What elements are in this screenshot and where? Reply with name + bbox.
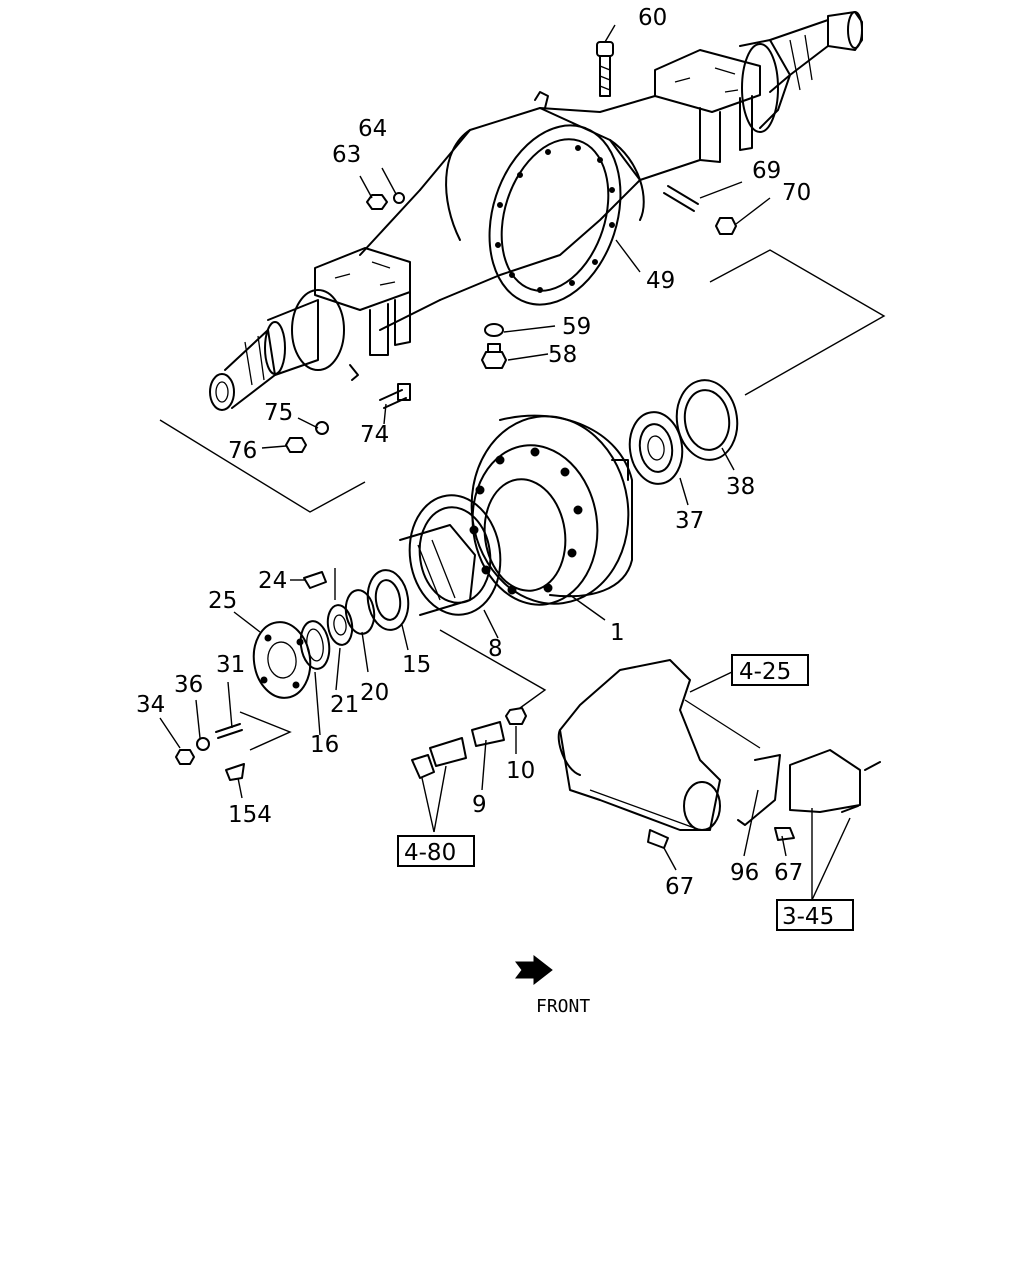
label-63: 63 [332, 142, 361, 168]
cap-25 [252, 621, 312, 699]
ref-3-45-text: 3-45 [782, 904, 834, 930]
axle-housing [209, 11, 863, 411]
fasteners [175, 41, 737, 781]
label-96: 96 [730, 860, 759, 886]
front-indicator: FRONT [515, 954, 590, 1017]
label-34: 34 [136, 692, 165, 718]
label-24: 24 [258, 568, 287, 594]
label-21: 21 [330, 692, 359, 718]
label-15: 15 [402, 652, 431, 678]
label-9: 9 [472, 792, 487, 818]
backing-plate [557, 659, 881, 849]
label-74: 74 [360, 422, 389, 448]
brake-drum [469, 414, 633, 606]
front-label: FRONT [536, 996, 590, 1017]
label-36: 36 [174, 672, 203, 698]
label-76: 76 [228, 438, 257, 464]
label-10: 10 [506, 758, 535, 784]
ref-4-25-text: 4-25 [739, 659, 791, 685]
label-8: 8 [488, 636, 503, 662]
label-69: 69 [752, 158, 781, 184]
seal-38 [675, 379, 739, 461]
label-38: 38 [726, 474, 755, 500]
hub [399, 494, 502, 616]
label-1: 1 [610, 620, 625, 646]
label-31: 31 [216, 652, 245, 678]
bearing-37 [628, 411, 684, 485]
bearing-15 [366, 569, 410, 631]
label-16: 16 [310, 732, 339, 758]
label-67-left: 67 [665, 874, 694, 900]
label-59: 59 [562, 314, 591, 340]
nut-21 [326, 604, 354, 646]
label-64: 64 [358, 116, 387, 142]
label-154: 154 [228, 802, 272, 828]
leader-lines [159, 24, 886, 901]
reference-box-4-25[interactable]: 4-25 [731, 654, 809, 686]
washer-20 [344, 589, 376, 635]
label-75: 75 [264, 400, 293, 426]
reference-box-4-80[interactable]: 4-80 [397, 835, 475, 867]
label-25: 25 [208, 588, 237, 614]
reference-box-3-45[interactable]: 3-45 [776, 899, 854, 931]
label-49: 49 [646, 268, 675, 294]
gasket-16 [299, 620, 331, 670]
label-70: 70 [782, 180, 811, 206]
label-58: 58 [548, 342, 577, 368]
label-20: 20 [360, 680, 389, 706]
ref-4-80-text: 4-80 [404, 840, 456, 866]
part-number-labels: 60 64 63 69 70 49 59 58 75 74 76 38 37 1… [136, 5, 811, 900]
front-arrow-icon [515, 954, 553, 986]
label-37: 37 [675, 508, 704, 534]
label-60: 60 [638, 5, 667, 31]
label-67-right: 67 [774, 860, 803, 886]
